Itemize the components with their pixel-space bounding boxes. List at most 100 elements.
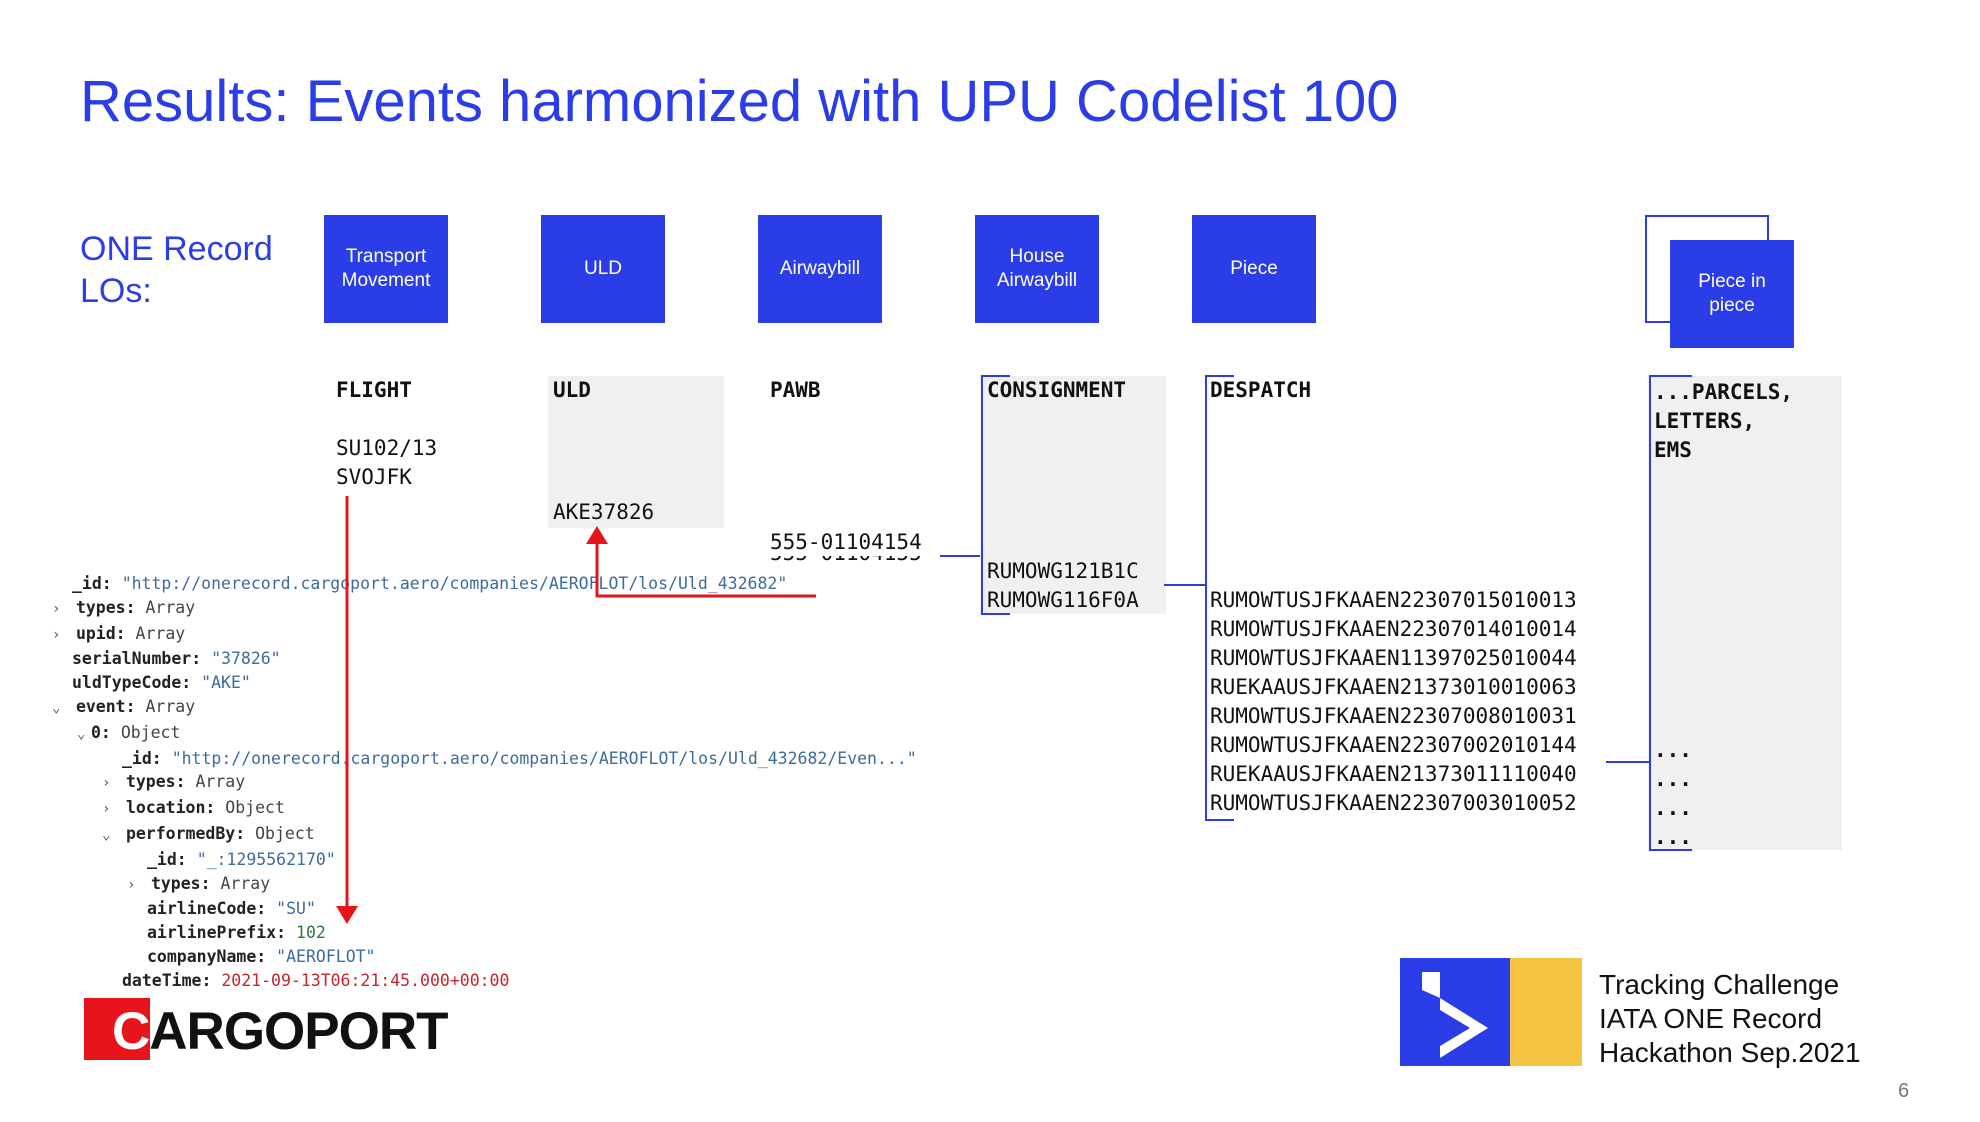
json-row[interactable]: › location: Object <box>52 796 917 822</box>
json-key: performedBy: <box>125 823 246 843</box>
json-key: types: <box>75 597 136 617</box>
json-value: 102 <box>296 923 326 943</box>
json-value: "AEROFLOT" <box>276 946 376 966</box>
json-key: location: <box>125 798 216 818</box>
json-key: airlinePrefix: <box>147 923 287 943</box>
box-label: Airwaybill <box>779 258 861 279</box>
cargoport-logo: CARGOPORT <box>84 998 449 1060</box>
consignment-id: RUMOWG116F0A <box>987 588 1139 612</box>
chevron-right-icon[interactable]: › <box>102 801 111 818</box>
parcels-dots: ... ... ... ... <box>1654 736 1692 852</box>
json-value: Object <box>225 798 285 818</box>
json-key: companyName: <box>147 946 267 966</box>
json-value: "37826" <box>211 649 281 669</box>
json-value: Object <box>255 823 315 843</box>
logo-red-square <box>84 998 150 1060</box>
consignment-values: RUMOWG121B1C RUMOWG116F0A <box>987 557 1139 615</box>
json-value: Array <box>145 696 196 716</box>
consignment-header: CONSIGNMENT <box>987 378 1127 402</box>
lo-label: ONE Record LOs: <box>80 230 273 310</box>
json-key: upid: <box>75 623 126 643</box>
flight-header: FLIGHT <box>336 378 412 402</box>
json-key: _id: <box>72 574 112 593</box>
pawb-partial-clip: 555-01104155 <box>770 556 925 565</box>
json-value: 2021-09-13T06:21:45.000+00:00 <box>221 970 510 990</box>
box-uld: ULD <box>541 215 665 323</box>
json-row: _id: "http://onerecord.cargoport.aero/co… <box>52 747 917 771</box>
ellipsis: ... <box>1654 767 1692 791</box>
despatch-header: DESPATCH <box>1210 378 1312 402</box>
hackathon-text: Tracking Challenge IATA ONE Record Hacka… <box>1599 968 1861 1070</box>
json-row[interactable]: ⌄ event: Array <box>52 695 917 721</box>
json-row: _id: "http://onerecord.cargoport.aero/co… <box>52 572 917 596</box>
json-tree: _id: "http://onerecord.cargoport.aero/co… <box>52 572 917 993</box>
box-transport-movement: Transport Movement <box>324 215 448 323</box>
pawb-partial-value: 555-01104155 <box>770 556 922 565</box>
json-row[interactable]: ⌄0: Object <box>52 721 917 747</box>
json-row[interactable]: › types: Array <box>52 596 917 622</box>
json-row[interactable]: › upid: Array <box>52 622 917 648</box>
arrow-down-icon <box>336 906 358 924</box>
hackathon-logo-icon <box>1400 958 1582 1066</box>
logo-wordmark: CARGOPORT <box>112 1004 449 1060</box>
box-label: Piece in piece <box>1698 271 1766 316</box>
despatch-id: RUMOWTUSJFKAAEN22307014010014 <box>1210 617 1577 641</box>
ellipsis: ... <box>1654 738 1692 762</box>
json-row: airlinePrefix: 102 <box>52 921 917 945</box>
despatch-id: RUMOWTUSJFKAAEN22307008010031 <box>1210 704 1577 728</box>
json-key: uldTypeCode: <box>72 673 192 693</box>
pawb-header: PAWB <box>770 378 821 402</box>
uld-arrow-line <box>595 540 816 598</box>
chevron-right-icon[interactable]: › <box>127 876 136 893</box>
json-row: serialNumber: "37826" <box>52 647 917 671</box>
consignment-shade <box>980 376 1166 614</box>
parcels-bracket <box>1649 375 1692 851</box>
pawb-value: 555-01104154 <box>770 530 922 554</box>
chevron-down-icon[interactable]: ⌄ <box>77 725 86 742</box>
despatch-id: RUEKAAUSJFKAAEN21373011110040 <box>1210 762 1577 786</box>
chevron-down-icon[interactable]: ⌄ <box>102 826 111 843</box>
parcels-header-line: LETTERS, <box>1654 409 1756 433</box>
consignment-id: RUMOWG121B1C <box>987 559 1139 583</box>
uld-header: ULD <box>553 378 591 402</box>
json-row[interactable]: › types: Array <box>52 770 917 796</box>
chevron-right-icon[interactable]: › <box>102 775 111 792</box>
parcels-header-line: ...PARCELS, <box>1654 380 1794 404</box>
box-airwaybill: Airwaybill <box>758 215 882 323</box>
json-key: _id: <box>147 849 187 869</box>
despatch-values: RUMOWTUSJFKAAEN22307015010013 RUMOWTUSJF… <box>1210 586 1577 818</box>
ellipsis: ... <box>1654 796 1692 820</box>
json-key: event: <box>75 696 136 716</box>
json-key: dateTime: <box>122 970 212 990</box>
json-value: Array <box>145 597 196 617</box>
despatch-id: RUMOWTUSJFKAAEN11397025010044 <box>1210 646 1577 670</box>
parcels-shade <box>1648 376 1842 850</box>
chevron-right-icon[interactable]: › <box>52 626 61 643</box>
uld-value: AKE37826 <box>553 500 655 524</box>
ellipsis: ... <box>1654 825 1692 849</box>
flight-values: SU102/13 SVOJFK <box>336 434 437 492</box>
despatch-bracket <box>1205 375 1234 821</box>
consignment-bracket <box>981 375 1010 615</box>
json-value: Array <box>220 873 271 893</box>
box-house-airwaybill: House Airwaybill <box>975 215 1099 323</box>
page-title: Results: Events harmonized with UPU Code… <box>80 69 1399 134</box>
json-row[interactable]: ⌄ performedBy: Object <box>52 822 917 848</box>
despatch-id: RUMOWTUSJFKAAEN22307015010013 <box>1210 588 1577 612</box>
box-label: House Airwaybill <box>996 246 1078 291</box>
brand-line: Tracking Challenge <box>1599 969 1840 1000</box>
json-row: companyName: "AEROFLOT" <box>52 945 917 969</box>
json-key: types: <box>150 873 211 893</box>
parcels-header: ...PARCELS, LETTERS, EMS <box>1654 378 1793 465</box>
despatch-id: RUMOWTUSJFKAAEN22307003010052 <box>1210 791 1577 815</box>
json-row[interactable]: › types: Array <box>52 872 917 898</box>
json-value: "http://onerecord.cargoport.aero/compani… <box>121 574 788 593</box>
chevron-down-icon[interactable]: ⌄ <box>52 699 61 716</box>
chevron-right-icon[interactable]: › <box>52 600 61 617</box>
despatch-id: RUEKAAUSJFKAAEN21373010010063 <box>1210 675 1577 699</box>
uld-shade <box>548 376 724 528</box>
json-row: _id: "_:1295562170" <box>52 848 917 872</box>
flight-route: SVOJFK <box>336 465 412 489</box>
bracket-lines <box>940 375 1692 851</box>
